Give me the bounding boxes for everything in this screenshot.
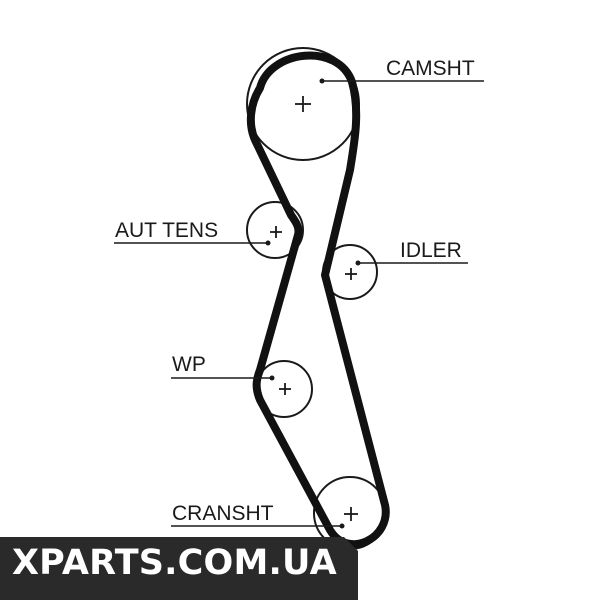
water-pump-center-icon xyxy=(279,383,291,395)
idler-leader xyxy=(355,260,468,266)
watermark-banner: XPARTS.COM.UA xyxy=(0,537,358,600)
timing-belt xyxy=(246,51,390,549)
crankshaft-label: CRANSHT xyxy=(172,502,274,525)
watermark-text: XPARTS.COM.UA xyxy=(12,543,337,583)
crankshaft-center-icon xyxy=(344,507,358,521)
auto-tensioner-leader xyxy=(114,240,271,246)
camshaft-center-icon xyxy=(295,96,311,112)
water-pump-label: WP xyxy=(172,353,206,376)
camshaft-leader xyxy=(319,78,484,84)
crankshaft-leader xyxy=(171,523,345,529)
auto-tensioner-center-icon xyxy=(270,226,282,238)
auto-tensioner-label: AUT TENS xyxy=(115,219,218,242)
water-pump-leader xyxy=(171,375,275,381)
idler-label: IDLER xyxy=(400,239,462,262)
camshaft-label: CAMSHT xyxy=(386,57,475,80)
idler-center-icon xyxy=(345,268,357,280)
